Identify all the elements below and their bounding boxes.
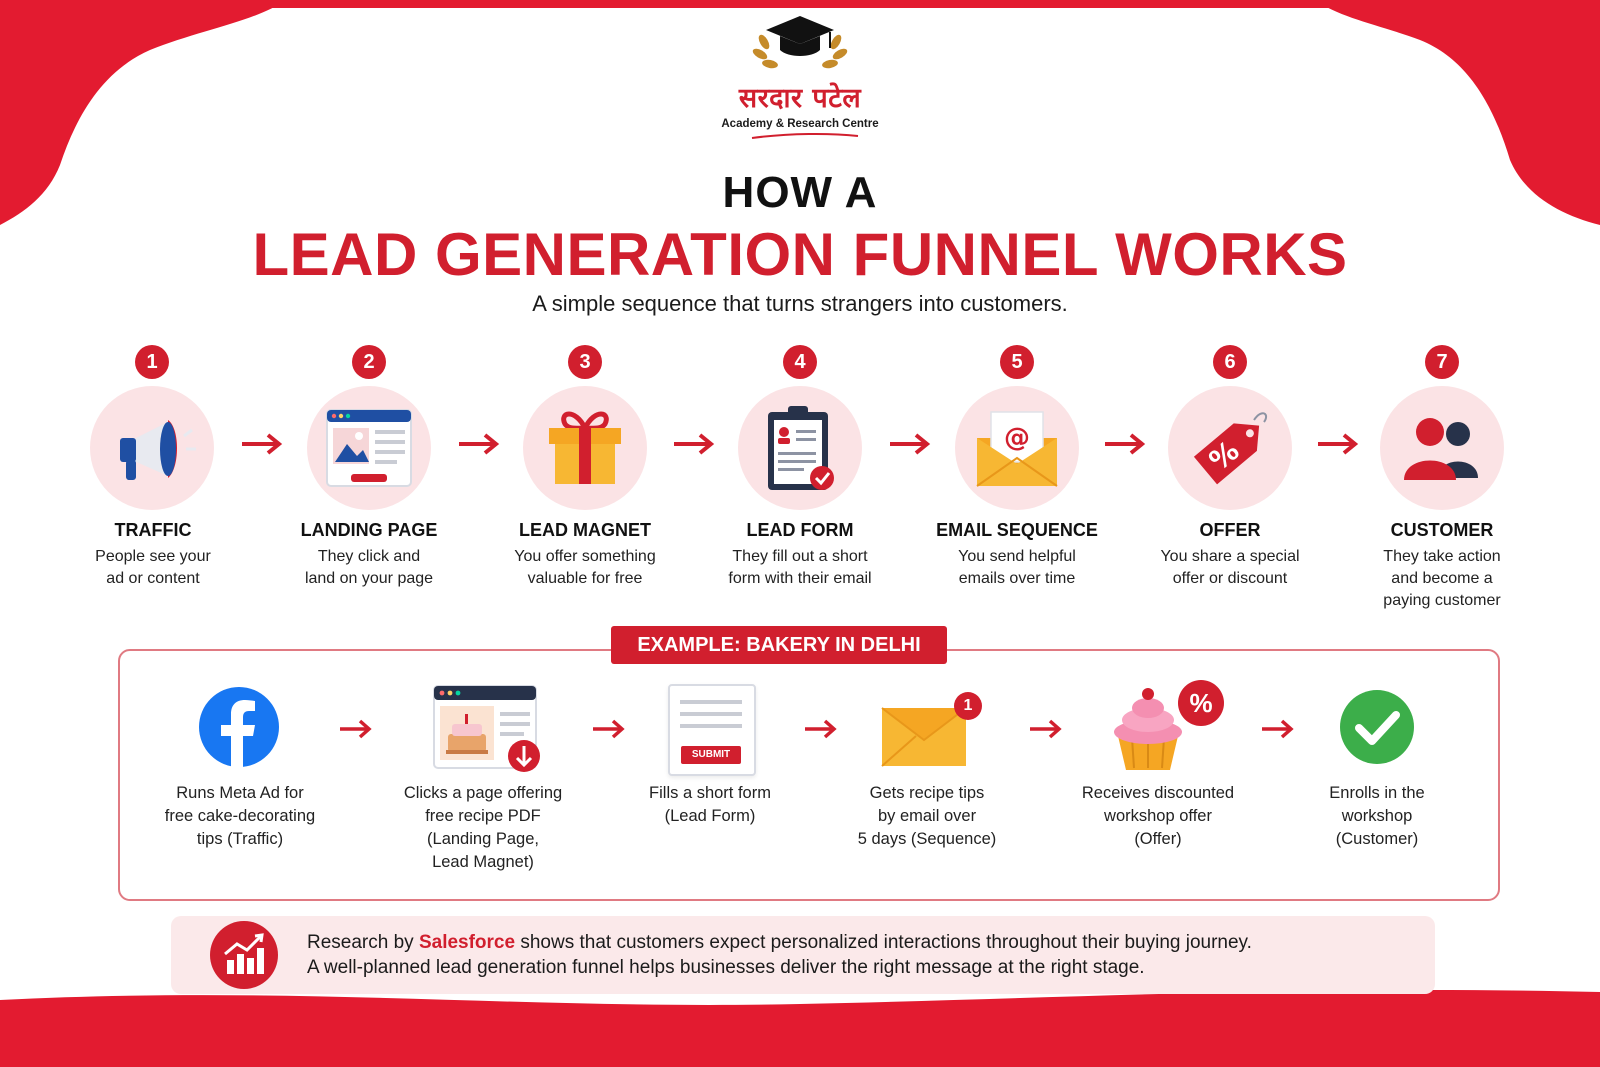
svg-text:@: @ <box>1004 423 1030 453</box>
salesforce-brand: Salesforce <box>418 932 516 953</box>
step-title: LANDING PAGE <box>300 520 438 540</box>
recipe-page-download-icon <box>433 685 540 772</box>
example-step-description: Fills a short form(Lead Form) <box>649 784 771 825</box>
page-subtitle: A simple sequence that turns strangers i… <box>532 291 1068 316</box>
step-2-number-badge: 2 <box>352 345 386 379</box>
growth-chart-icon <box>210 921 278 989</box>
step-title: LEAD FORM <box>746 520 854 540</box>
clipboard-icon <box>768 406 834 490</box>
step-4-icon-circle <box>738 386 862 510</box>
example-label: EXAMPLE: BAKERY IN DELHI <box>611 626 947 664</box>
email-envelope-icon: @ <box>976 411 1058 487</box>
step-7-icon-circle <box>1380 386 1504 510</box>
customers-icon <box>1404 418 1478 480</box>
step-6-number-badge: 6 <box>1213 345 1247 379</box>
logo-subtitle: Academy & Research Centre <box>721 118 879 130</box>
facebook-icon <box>199 687 279 768</box>
step-7-number-badge: 7 <box>1425 345 1459 379</box>
arrow-right-icon <box>459 433 500 455</box>
discount-tag-icon: % <box>1193 412 1268 485</box>
research-text: Research by Salesforce shows that custom… <box>307 932 1252 978</box>
check-circle-icon <box>1340 690 1414 764</box>
notification-badge: 1 <box>954 692 982 720</box>
academy-logo: सरदार पटेल Academy & Research Centre <box>690 12 910 139</box>
step-1-number-badge: 1 <box>135 345 169 379</box>
logo-hindi-name: सरदार पटेल <box>738 83 862 114</box>
step-6-icon-circle: % <box>1168 386 1292 510</box>
submit-button: SUBMIT <box>681 746 741 764</box>
step-3-icon-circle <box>523 386 647 510</box>
step-5-icon-circle: @ <box>955 386 1079 510</box>
title-line-2: LEAD GENERATION FUNNEL WORKS <box>252 221 1348 288</box>
arrow-right-icon <box>593 719 625 739</box>
arrow-right-icon <box>242 433 283 455</box>
arrow-right-icon <box>890 433 931 455</box>
research-note: Research by Salesforce shows that custom… <box>171 916 1435 994</box>
megaphone-icon <box>120 420 196 480</box>
discount-badge: % <box>1178 680 1224 726</box>
arrow-right-icon <box>674 433 715 455</box>
step-5-number-badge: 5 <box>1000 345 1034 379</box>
step-title: LEAD MAGNET <box>519 520 651 540</box>
form-icon: SUBMIT <box>668 684 756 776</box>
step-3-number-badge: 3 <box>568 345 602 379</box>
step-title: EMAIL SEQUENCE <box>936 520 1098 540</box>
step-title: TRAFFIC <box>114 520 192 540</box>
step-1-icon-circle <box>90 386 214 510</box>
arrow-right-icon <box>805 719 837 739</box>
arrow-right-icon <box>340 719 372 739</box>
arrow-right-icon <box>1318 433 1359 455</box>
arrow-right-icon <box>1030 719 1062 739</box>
envelope-notification-icon <box>881 707 967 767</box>
logo-underline <box>751 132 859 139</box>
step-title: OFFER <box>1199 520 1261 540</box>
webpage-icon <box>326 409 412 487</box>
arrow-right-icon <box>1262 719 1294 739</box>
step-title: CUSTOMER <box>1390 520 1494 540</box>
title-line-1: HOW A <box>722 168 878 217</box>
arrow-right-icon <box>1105 433 1146 455</box>
step-4-number-badge: 4 <box>783 345 817 379</box>
step-2-icon-circle <box>307 386 431 510</box>
example-box <box>118 649 1500 901</box>
gift-icon <box>549 411 621 484</box>
graduation-cap-laurel-icon <box>752 16 848 69</box>
cupcake-discount-icon <box>1114 688 1182 770</box>
